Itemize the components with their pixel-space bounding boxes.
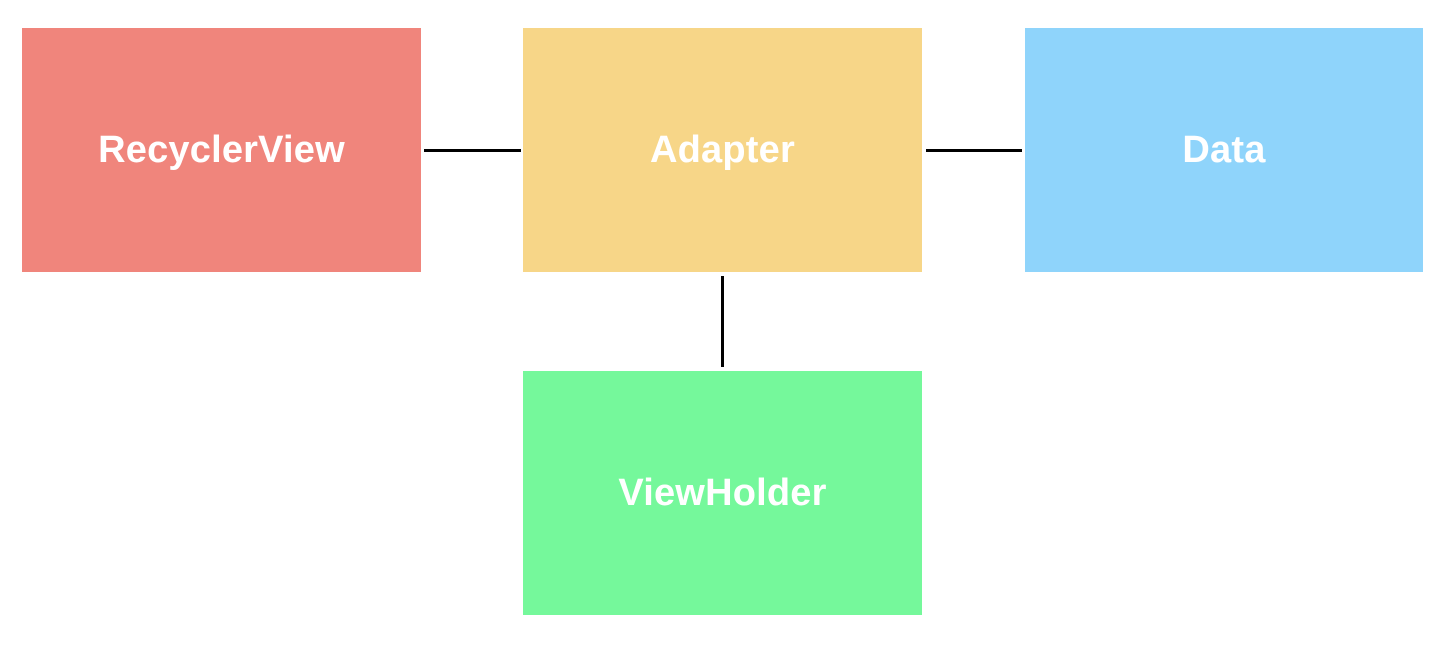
recyclerview-box: RecyclerView xyxy=(22,28,421,272)
viewholder-box: ViewHolder xyxy=(523,371,922,615)
adapter-data-connector xyxy=(926,149,1022,152)
recyclerview-adapter-connector xyxy=(424,149,521,152)
recyclerview-label: RecyclerView xyxy=(98,128,345,171)
data-box: Data xyxy=(1025,28,1423,272)
adapter-viewholder-connector xyxy=(721,276,724,367)
data-label: Data xyxy=(1182,128,1266,171)
adapter-box: Adapter xyxy=(523,28,922,272)
viewholder-label: ViewHolder xyxy=(618,471,827,514)
adapter-label: Adapter xyxy=(650,128,795,171)
